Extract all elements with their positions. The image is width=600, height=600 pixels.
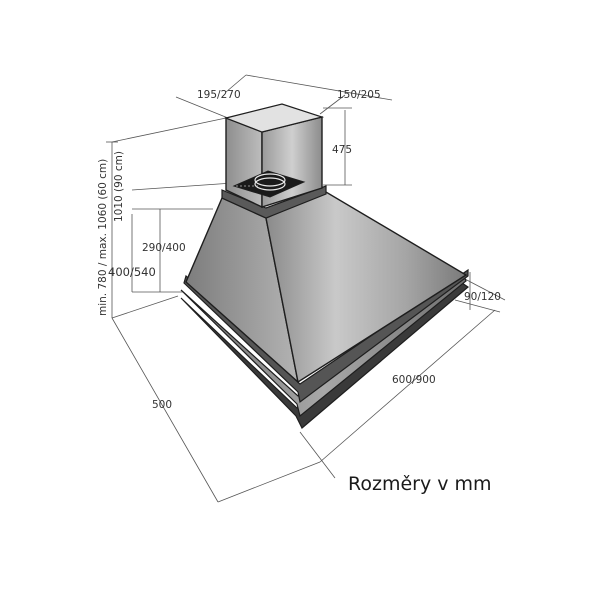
caption-units: Rozměry v mm [348,473,492,495]
dim-overall-height-line1: min. 780 / max. 1060 (60 cm) [97,159,109,316]
dim-hood-total-height: 400/540 [108,265,156,279]
dim-depth: 500 [152,399,172,411]
hood-rim-bottom [180,282,469,429]
chimney-cutaway [232,170,306,198]
dim-chimney-width: 150/205 [337,89,381,101]
dim-chimney-height: 475 [332,144,352,156]
dim-hood-inner-height: 290/400 [142,242,186,254]
cooker-hood [180,103,469,429]
dim-rim: 90/120 [464,291,501,303]
dim-overall-height-line2: 1010 (90 cm) [113,151,125,222]
dim-width: 600/900 [392,374,436,386]
exhaust-duct-icon [254,177,286,191]
chimney-top [224,103,325,133]
exhaust-duct-rim-icon [254,173,286,187]
dim-chimney-depth: 195/270 [197,89,241,101]
dimension-lines [106,74,506,503]
hood-rim-middle [180,275,467,418]
hood-collar [221,185,327,219]
